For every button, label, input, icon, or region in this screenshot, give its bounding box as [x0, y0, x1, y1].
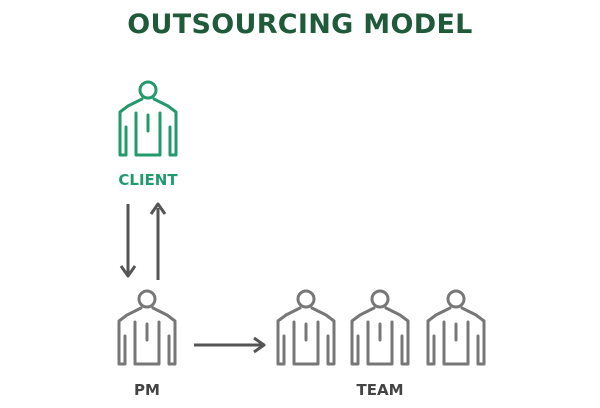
down-arrow — [119, 204, 137, 278]
client-person-icon — [118, 80, 178, 157]
team-member-icon — [350, 289, 410, 366]
pm-person-icon — [117, 289, 177, 366]
up-arrow — [149, 202, 167, 280]
team-member-icon — [426, 289, 486, 366]
team-member-icon — [276, 289, 336, 366]
client-label: CLIENT — [118, 171, 178, 189]
right-arrow — [194, 336, 266, 354]
pm-label: PM — [134, 381, 160, 399]
team-label: TEAM — [356, 381, 404, 399]
diagram-title: OUTSOURCING MODEL — [127, 9, 473, 40]
